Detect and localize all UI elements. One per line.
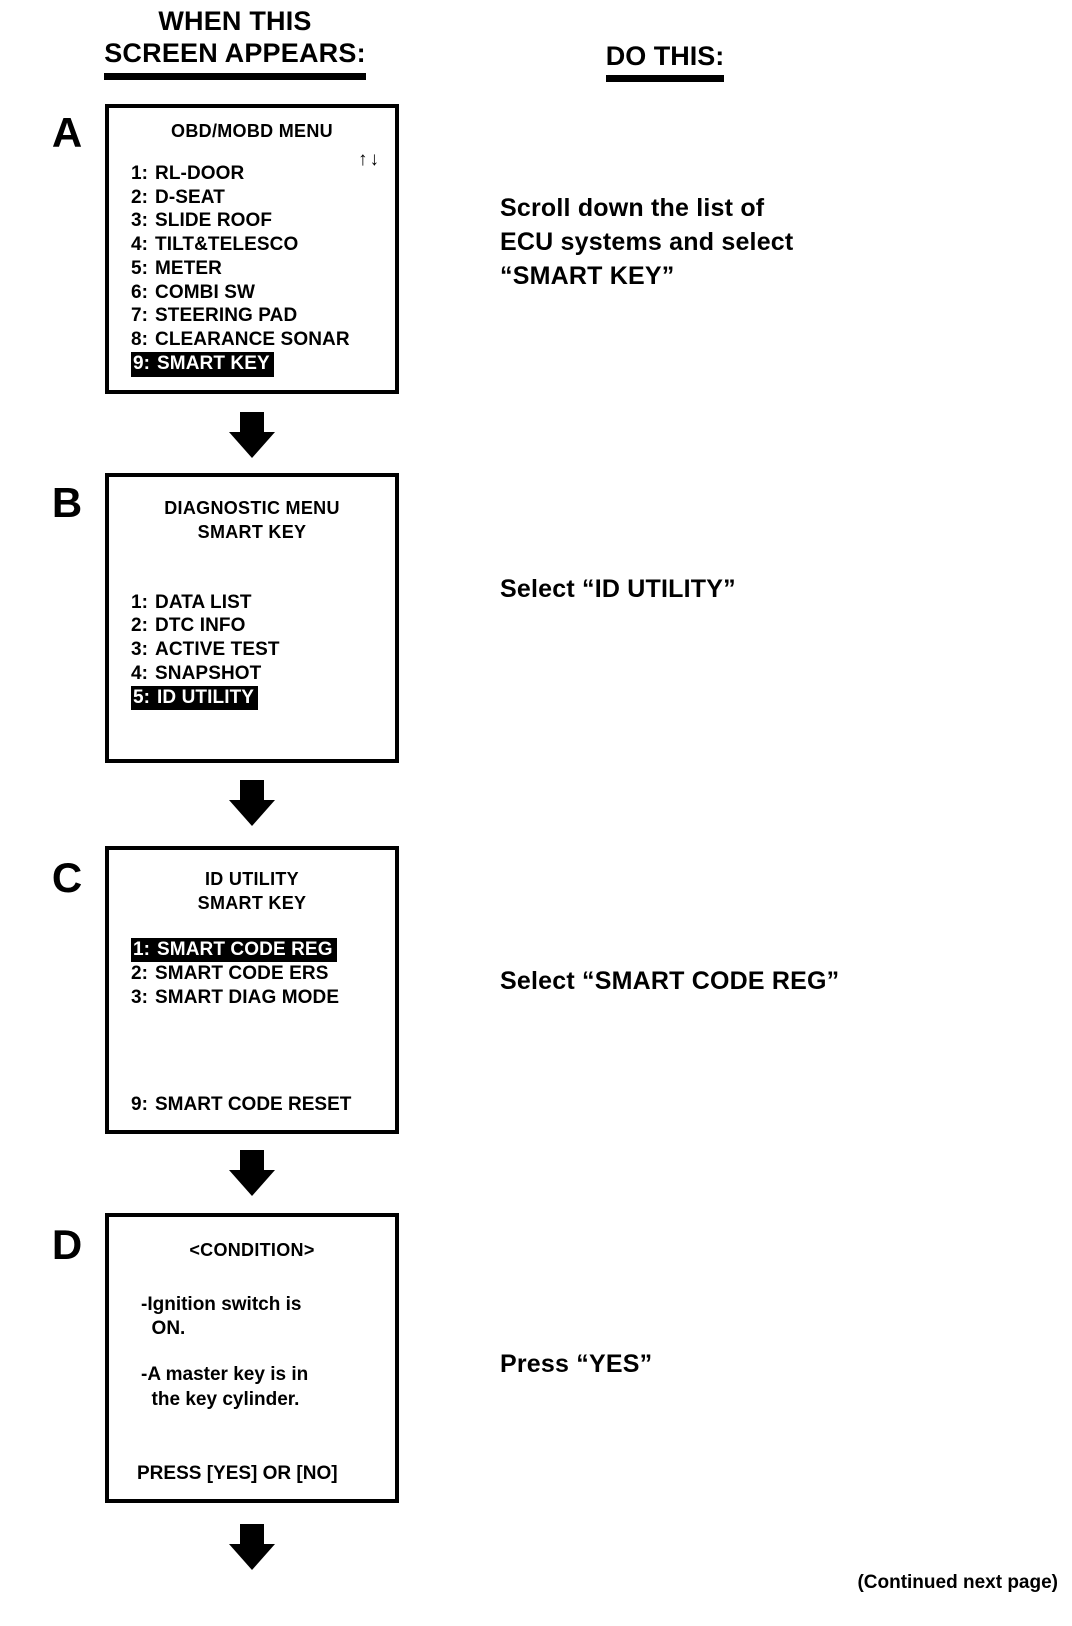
screen-b-title-line2: SMART KEY [197, 521, 307, 542]
list-item-number: 2: [131, 186, 149, 208]
column-header-when-this-screen-appears: WHEN THIS SCREEN APPEARS: [60, 6, 410, 80]
instruction-step-a: Scroll down the list of ECU systems and … [500, 192, 793, 293]
list-item[interactable]: 2: DTC INFO [131, 614, 395, 638]
instruction-step-d: Press “YES” [500, 1348, 652, 1382]
flow-arrow-d-to-next [229, 1524, 275, 1570]
list-item-label: SMART KEY [157, 352, 270, 374]
list-item[interactable]: 5: METER [131, 257, 395, 281]
list-item-label: SNAPSHOT [155, 662, 262, 684]
condition-line: the key cylinder. [141, 1388, 300, 1410]
list-item[interactable]: 3: SLIDE ROOF [131, 209, 395, 233]
header-right-label: DO THIS: [605, 41, 725, 82]
screen-panel-c: ID UTILITY SMART KEY 1: SMART CODE REG 2:… [105, 846, 399, 1134]
instruction-step-b: Select “ID UTILITY” [500, 573, 736, 607]
screen-b-title-line1: DIAGNOSTIC MENU [164, 498, 340, 518]
list-item-label: SMART CODE RESET [155, 1094, 352, 1115]
screen-c-list: 1: SMART CODE REG 2: SMART CODE ERS 3: SMAR… [131, 937, 395, 1010]
instruction-line: Scroll down the list of [500, 194, 765, 222]
header-left-line1: WHEN THIS [158, 6, 312, 36]
screen-b-list: 1: DATA LIST 2: DTC INFO 3: ACTIVE TEST 4: S… [131, 591, 395, 711]
list-item[interactable]: 8: CLEARANCE SONAR [131, 328, 395, 352]
list-item-label: TILT&TELESCO [155, 234, 299, 255]
list-item-number: 5: [131, 257, 149, 279]
list-item[interactable]: 6: COMBI SW [131, 281, 395, 305]
instruction-line: “SMART KEY” [500, 261, 675, 290]
condition-spacer [141, 1341, 395, 1363]
step-letter-d: D [51, 1221, 83, 1268]
list-item-label: RL-DOOR [155, 162, 245, 184]
list-item-label: DTC INFO [155, 615, 246, 637]
list-item-label: SMART CODE REG [157, 938, 333, 960]
list-item-number: 5: [133, 686, 151, 708]
flow-arrow-b-to-c [229, 780, 275, 826]
list-item-label: SMART CODE ERS [155, 963, 329, 985]
instruction-line: ECU systems and select [500, 227, 794, 256]
instruction-line: Press “YES” [500, 1350, 653, 1378]
list-item-number: 4: [131, 234, 149, 255]
list-item-number: 1: [133, 938, 151, 960]
step-letter-b: B [51, 479, 83, 526]
column-header-do-this: DO THIS: [520, 41, 810, 82]
instruction-step-c: Select “SMART CODE REG” [500, 965, 839, 999]
list-item-label: METER [155, 257, 222, 279]
list-item-number: 9: [133, 352, 151, 374]
step-letter-a: A [51, 109, 83, 156]
screen-panel-a: OBD/MOBD MENU ↑↓ 1: RL-DOOR 2: D-SEAT 3: SL… [105, 104, 399, 394]
list-item-number: 3: [131, 987, 149, 1008]
screen-c-title-line1: ID UTILITY [205, 869, 299, 889]
instruction-line: Select “SMART CODE REG” [500, 967, 840, 995]
screen-a-list: 1: RL-DOOR 2: D-SEAT 3: SLIDE ROOF 4: TILT&T… [131, 162, 395, 377]
list-item-number: 4: [131, 662, 149, 684]
list-item-label: ID UTILITY [157, 686, 255, 708]
list-item-selected[interactable]: 1: SMART CODE REG [131, 937, 337, 963]
list-item-selected[interactable]: 5: ID UTILITY [131, 685, 259, 711]
list-item[interactable]: 1: DATA LIST [131, 591, 395, 615]
list-item[interactable]: 1: RL-DOOR [131, 162, 395, 186]
screen-panel-d: <CONDITION> -Ignition switch is ON. -A m… [105, 1213, 399, 1503]
list-item-number: 1: [131, 591, 149, 613]
list-item-bottom[interactable]: 9: SMART CODE RESET [131, 1094, 351, 1116]
list-item-number: 3: [131, 639, 149, 660]
condition-line: ON. [141, 1318, 186, 1340]
instruction-line: Select “ID UTILITY” [500, 575, 736, 603]
list-item-label: STEERING PAD [155, 305, 298, 327]
list-item-number: 9: [131, 1094, 148, 1115]
screen-d-title: <CONDITION> [189, 1240, 315, 1260]
list-item-number: 6: [131, 281, 149, 303]
list-item-number: 3: [131, 210, 149, 232]
list-item-selected[interactable]: 9: SMART KEY [131, 351, 274, 377]
list-item-label: CLEARANCE SONAR [155, 329, 350, 350]
step-letter-c: C [51, 854, 83, 901]
list-item[interactable]: 2: D-SEAT [131, 186, 395, 210]
list-item-number: 8: [131, 329, 149, 350]
screen-c-title-line2: SMART KEY [197, 892, 307, 913]
list-item[interactable]: 4: TILT&TELESCO [131, 233, 395, 257]
list-item-number: 2: [131, 615, 149, 637]
list-item-label: D-SEAT [155, 186, 225, 208]
flow-arrow-a-to-b [229, 412, 275, 458]
list-item[interactable]: 3: ACTIVE TEST [131, 638, 395, 662]
list-item[interactable]: 4: SNAPSHOT [131, 662, 395, 686]
list-item[interactable]: 7: STEERING PAD [131, 304, 395, 328]
list-item-label: COMBI SW [155, 281, 256, 303]
screen-a-title: OBD/MOBD MENU [171, 121, 333, 141]
condition-line: -Ignition switch is [141, 1293, 302, 1315]
screen-panel-b: DIAGNOSTIC MENU SMART KEY 1: DATA LIST 2:… [105, 473, 399, 763]
list-item-label: ACTIVE TEST [155, 639, 280, 660]
continued-next-page-note: (Continued next page) [857, 1572, 1058, 1593]
list-item-number: 2: [131, 963, 149, 985]
list-item[interactable]: 2: SMART CODE ERS [131, 962, 395, 986]
list-item-number: 1: [131, 162, 149, 184]
flow-arrow-c-to-d [229, 1150, 275, 1196]
scroll-arrows-icon: ↑↓ [358, 149, 381, 170]
list-item-label: SMART DIAG MODE [155, 987, 340, 1008]
screen-d-prompt: PRESS [YES] OR [NO] [137, 1463, 338, 1484]
list-item-number: 7: [131, 305, 149, 327]
list-item[interactable]: 3: SMART DIAG MODE [131, 986, 395, 1010]
condition-line: -A master key is in [141, 1364, 309, 1386]
list-item-label: SLIDE ROOF [155, 210, 273, 232]
header-left-line2: SCREEN APPEARS: [104, 38, 366, 80]
list-item-label: DATA LIST [155, 591, 252, 613]
screen-d-body: -Ignition switch is ON. -A master key is… [141, 1293, 395, 1412]
